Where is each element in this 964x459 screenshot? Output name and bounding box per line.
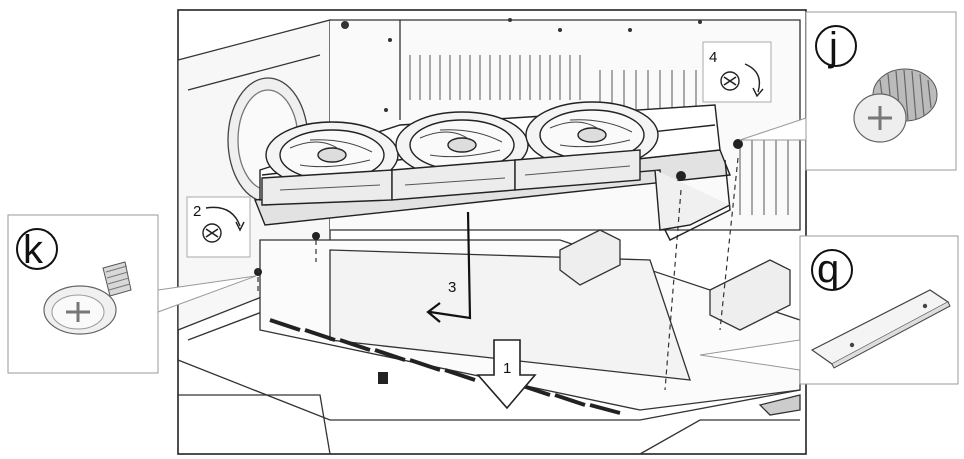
callout-j-letter: j (828, 25, 838, 69)
step-1-arrow: 1 (476, 339, 537, 410)
rotate-clockwise-arrow-icon (744, 63, 761, 93)
callout-k: k (7, 214, 159, 374)
step-2-label: 2 (193, 203, 201, 220)
screw-icon (720, 71, 740, 91)
callout-q: q (799, 235, 959, 385)
screw-icon (202, 223, 222, 243)
cover-plate-icon (810, 289, 951, 369)
step-2-callout: 2 (186, 196, 251, 258)
guide-lines (257, 157, 739, 391)
screw-icon (43, 261, 132, 335)
step-1-label: 1 (503, 360, 511, 377)
callout-k-letter: k (23, 228, 44, 272)
screw-icon (254, 139, 743, 276)
radiator-fan-assembly (254, 101, 731, 241)
callout-j: j (805, 11, 957, 171)
rotate-clockwise-arrow-icon (205, 206, 241, 227)
callout-q-letter: q (817, 247, 839, 291)
step-3-arrow (426, 211, 472, 323)
step-4-callout: 4 (702, 41, 772, 103)
thumbscrew-icon (853, 68, 938, 143)
step-3-label: 3 (448, 279, 456, 296)
step-4-label: 4 (709, 49, 717, 66)
